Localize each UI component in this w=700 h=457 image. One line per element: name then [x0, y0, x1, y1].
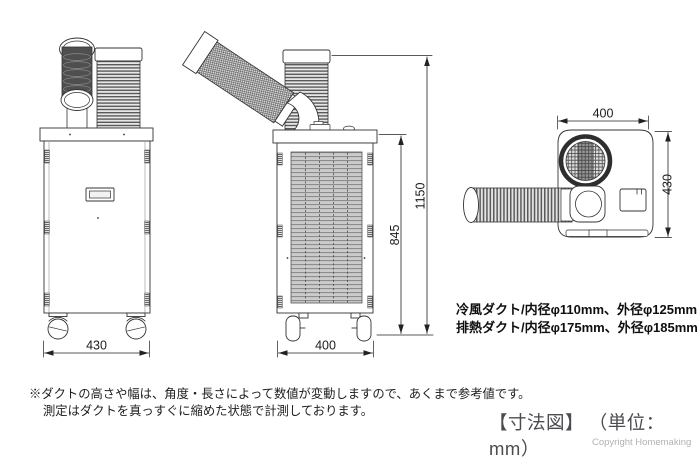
side-grille — [290, 151, 363, 304]
caption-unit: （単位：mm） — [489, 412, 665, 457]
top-duct — [463, 185, 606, 223]
side-casters — [285, 312, 372, 342]
copyright-text: Copyright Homemaking — [592, 437, 692, 448]
side-body-height-label: 845 — [388, 225, 402, 246]
top-bottom-slot — [588, 229, 608, 237]
side-body-height-dimension: 845 — [376, 134, 434, 336]
duct-spec-block: 冷風ダクト/内径φ110mm、外径φ125mm 排熱ダクト/内径φ175mm、外… — [456, 301, 698, 336]
front-cold-duct — [59, 37, 95, 131]
side-width-label: 400 — [315, 339, 336, 353]
front-body — [39, 127, 154, 314]
caption-title: 【寸法図】 — [489, 412, 585, 433]
top-width-dimension: 400 — [557, 107, 649, 130]
front-casters — [47, 312, 147, 340]
diagram-caption: 【寸法図】（単位：mm） — [489, 409, 700, 457]
top-fan-grille — [558, 134, 613, 188]
front-view: 430 — [39, 37, 154, 358]
top-control-box — [619, 188, 647, 212]
top-width-label: 400 — [593, 107, 614, 121]
measurement-note: ※ダクトの高さや幅は、角度・長さによって数値が変動しますので、あくまで参考値です… — [29, 386, 530, 419]
exhaust-duct-spec: 排熱ダクト/内径φ175mm、外径φ185mm — [456, 319, 698, 335]
note-line-2: 測定はダクトを真っすぐに縮めた状態で計測しております。 — [43, 403, 374, 418]
side-cold-duct — [181, 30, 301, 127]
note-line-1: ※ダクトの高さや幅は、角度・長さによって数値が変動しますので、あくまで参考値です… — [29, 387, 531, 401]
front-exhaust-duct — [94, 47, 143, 129]
side-width-dimension: 400 — [277, 339, 374, 358]
side-body — [272, 129, 378, 314]
cold-duct-spec: 冷風ダクト/内径φ110mm、外径φ125mm — [456, 302, 698, 317]
top-view: 400 430 — [463, 107, 675, 238]
side-total-height-label: 1150 — [414, 183, 428, 210]
top-depth-label: 430 — [661, 174, 675, 195]
front-width-label: 430 — [86, 339, 107, 353]
top-depth-dimension: 430 — [654, 131, 675, 238]
side-view: 400 845 1150 — [181, 30, 434, 358]
front-width-dimension: 430 — [43, 339, 150, 358]
side-total-height-dimension: 1150 — [331, 55, 433, 334]
